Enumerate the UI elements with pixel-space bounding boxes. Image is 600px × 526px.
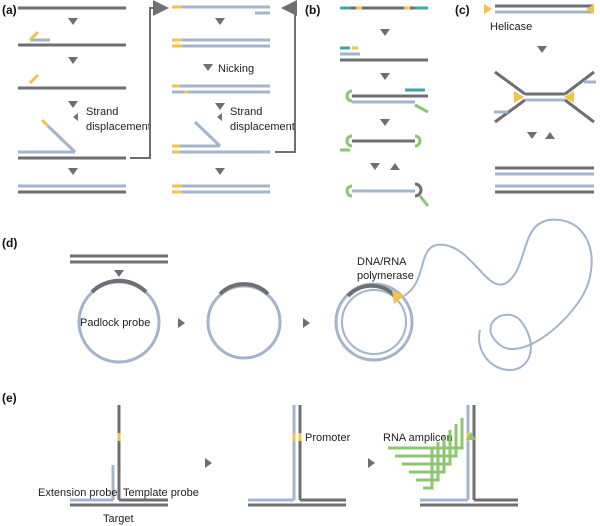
extension-probe-label: Extension probe bbox=[38, 487, 118, 499]
template-probe-label: Template probe bbox=[123, 487, 199, 499]
right-arrow bbox=[178, 318, 185, 328]
down-arrow bbox=[380, 119, 390, 126]
helicase-icon bbox=[484, 4, 492, 14]
down-arrow bbox=[215, 103, 225, 110]
rna-amplicon bbox=[416, 442, 440, 482]
panel-e: (e) Extension probe Template probe Targe… bbox=[2, 391, 518, 525]
up-arrow bbox=[390, 163, 400, 170]
primer-tail bbox=[28, 30, 40, 42]
down-arrow bbox=[68, 168, 78, 175]
rna-amplicon bbox=[423, 448, 434, 490]
down-arrow bbox=[537, 46, 547, 53]
dna-strand bbox=[494, 98, 526, 124]
small-arrow bbox=[73, 113, 78, 121]
loop bbox=[414, 134, 422, 148]
down-arrow bbox=[380, 29, 390, 36]
primer bbox=[418, 195, 430, 207]
rna-amplicon-label: RNA amplicon bbox=[383, 432, 453, 444]
up-arrow bbox=[545, 132, 555, 139]
padlock-probe-label: Padlock probe bbox=[80, 317, 150, 329]
helicase-icon bbox=[514, 91, 524, 103]
down-arrow bbox=[68, 57, 78, 64]
displaced-strand bbox=[193, 120, 222, 148]
loop bbox=[345, 184, 353, 198]
panel-d-label: (d) bbox=[2, 236, 17, 250]
strand-displacement-label: Strand bbox=[86, 106, 118, 118]
nicking-label: Nicking bbox=[218, 63, 254, 75]
target-strand bbox=[346, 283, 397, 298]
target-strand bbox=[90, 278, 148, 294]
down-arrow bbox=[527, 132, 537, 139]
dna-strand bbox=[564, 70, 595, 96]
panel-d: (d) Padlock probe DNA/RNA polymerase bbox=[2, 218, 593, 372]
polymerase-icon bbox=[466, 432, 476, 440]
helicase-icon bbox=[564, 91, 574, 103]
strand-displacement-label: Strand bbox=[230, 106, 262, 118]
loop bbox=[414, 182, 423, 198]
panel-a: (a) Strand displacement bbox=[2, 0, 169, 194]
rna-amplicon bbox=[409, 436, 446, 474]
down-arrow bbox=[370, 163, 380, 170]
promoter-label: Promoter bbox=[305, 432, 351, 444]
rna-amplicon bbox=[388, 418, 464, 450]
primer-tail bbox=[40, 118, 50, 128]
panel-a-label: (a) bbox=[2, 3, 17, 17]
rna-amplicon bbox=[395, 424, 458, 458]
down-arrow bbox=[68, 101, 78, 108]
helicase-label: Helicase bbox=[490, 21, 532, 33]
down-arrow bbox=[215, 168, 225, 175]
amplified-strand bbox=[403, 218, 593, 372]
cycle-arrow bbox=[275, 0, 297, 153]
panel-a-cycle: Nicking Strand displacement bbox=[172, 0, 297, 194]
circle-template bbox=[341, 289, 407, 355]
helicase-icon bbox=[586, 4, 594, 14]
loop bbox=[345, 89, 353, 103]
rna-amplicon bbox=[402, 430, 452, 466]
right-arrow bbox=[303, 318, 310, 328]
panel-c-label: (c) bbox=[455, 3, 470, 17]
panel-e-label: (e) bbox=[2, 391, 17, 405]
panel-b: (b) bbox=[305, 3, 430, 207]
right-arrow bbox=[368, 458, 375, 468]
target-strand bbox=[218, 282, 270, 296]
strand-displacement-label: displacement bbox=[230, 121, 295, 133]
panel-c: (c) Helicase bbox=[455, 3, 596, 194]
displaced-strand bbox=[46, 124, 77, 154]
circularized-probe bbox=[206, 284, 282, 360]
small-arrow bbox=[217, 113, 222, 121]
target-label: Target bbox=[103, 513, 134, 525]
panel-b-label: (b) bbox=[305, 3, 320, 17]
down-arrow bbox=[215, 18, 225, 25]
cycle-arrow bbox=[130, 0, 169, 159]
loop bbox=[345, 134, 353, 148]
down-arrow bbox=[203, 64, 213, 71]
primer-tail bbox=[28, 73, 40, 85]
rna-amplicons bbox=[388, 418, 464, 490]
polymerase-label: DNA/RNA bbox=[357, 256, 407, 268]
polymerase-label: polymerase bbox=[357, 270, 414, 282]
right-arrow bbox=[205, 458, 212, 468]
down-arrow bbox=[68, 18, 78, 25]
down-arrow bbox=[114, 270, 124, 277]
dna-strand bbox=[494, 70, 526, 96]
down-arrow bbox=[380, 73, 390, 80]
strand-displacement-label: displacement bbox=[86, 121, 151, 133]
primer bbox=[414, 103, 429, 114]
dna-strand bbox=[564, 98, 595, 124]
polymerase-icon bbox=[392, 290, 404, 304]
